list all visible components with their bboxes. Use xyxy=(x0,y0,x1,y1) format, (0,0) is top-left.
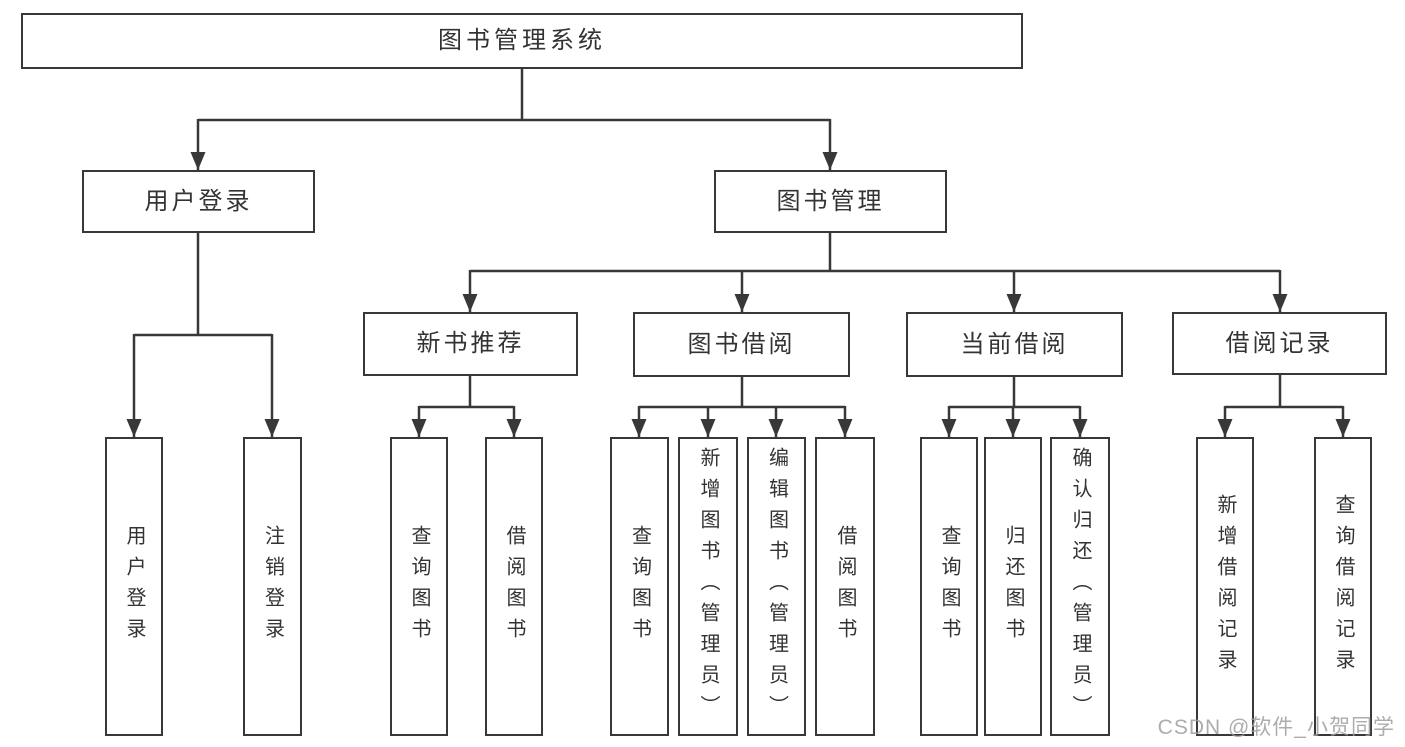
leaf-add-books-admin: 新增图书（管理员） xyxy=(678,437,738,736)
leaf-add-borrow-record: 新增借阅记录 xyxy=(1196,437,1254,736)
leaf-user-login: 用户登录 xyxy=(105,437,163,736)
leaf-label: 新增图书（管理员） xyxy=(697,447,719,726)
leaf-label: 查询图书 xyxy=(408,524,430,649)
leaf-logout: 注销登录 xyxy=(243,437,302,736)
leaf-query-books-recommend: 查询图书 xyxy=(390,437,448,736)
node-book-management: 图书管理 xyxy=(714,170,947,233)
leaf-label: 编辑图书（管理员） xyxy=(765,447,788,726)
node-label: 用户登录 xyxy=(144,187,253,215)
edge-root-split xyxy=(198,69,830,122)
node-current-borrowing: 当前借阅 xyxy=(906,312,1123,377)
edge-records-split xyxy=(1225,375,1343,409)
leaf-label: 注销登录 xyxy=(261,524,284,649)
leaf-return-books: 归还图书 xyxy=(984,437,1042,736)
leaf-label: 查询借阅记录 xyxy=(1332,493,1354,680)
leaf-borrow-books-recommend: 借阅图书 xyxy=(485,437,543,736)
node-label: 图书管理系统 xyxy=(438,27,606,54)
node-new-book-recommend: 新书推荐 xyxy=(363,312,578,376)
edge-borrow-split xyxy=(639,377,845,409)
node-label: 当前借阅 xyxy=(960,330,1069,358)
leaf-query-books-current: 查询图书 xyxy=(920,437,978,736)
leaf-query-borrow-record: 查询借阅记录 xyxy=(1314,437,1372,736)
node-label: 图书借阅 xyxy=(687,330,796,358)
leaf-confirm-return-admin: 确认归还（管理员） xyxy=(1050,437,1110,736)
leaf-query-books-borrowing: 查询图书 xyxy=(610,437,669,736)
edge-bookmgmt-split xyxy=(470,233,1280,273)
edge-current-split xyxy=(949,377,1080,409)
leaf-label: 归还图书 xyxy=(1002,524,1024,649)
leaf-label: 查询图书 xyxy=(628,524,651,649)
leaf-label: 借阅图书 xyxy=(834,524,856,649)
edge-recommend-split xyxy=(419,376,514,409)
leaf-label: 查询图书 xyxy=(938,524,960,649)
node-user-login: 用户登录 xyxy=(82,170,315,233)
leaf-borrow-books-borrowing: 借阅图书 xyxy=(815,437,875,736)
node-label: 图书管理 xyxy=(776,187,885,215)
leaf-label: 借阅图书 xyxy=(503,524,525,649)
node-book-borrowing: 图书借阅 xyxy=(633,312,850,377)
watermark: CSDN @软件_小贺同学 xyxy=(1157,716,1395,739)
leaf-edit-books-admin: 编辑图书（管理员） xyxy=(747,437,806,736)
node-borrowing-records: 借阅记录 xyxy=(1172,312,1387,375)
leaf-label: 用户登录 xyxy=(123,524,145,649)
node-library-management-system: 图书管理系统 xyxy=(21,13,1023,69)
leaf-label: 新增借阅记录 xyxy=(1214,493,1236,680)
node-label: 新书推荐 xyxy=(416,330,525,357)
edge-userlogin-split xyxy=(134,233,272,337)
node-label: 借阅记录 xyxy=(1225,329,1334,357)
leaf-label: 确认归还（管理员） xyxy=(1069,447,1091,726)
